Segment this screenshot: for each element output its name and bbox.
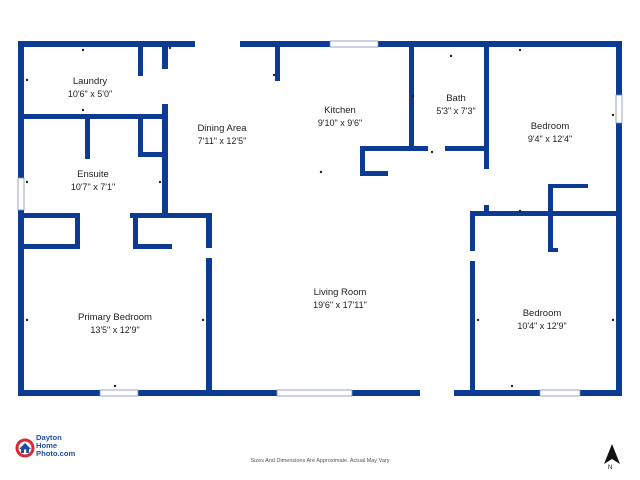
logo-line-3: Photo.com [36, 449, 76, 459]
bath-name: Bath [446, 93, 466, 104]
bedroom-se-window [539, 389, 581, 397]
bedroom-se-dims: 10'4" x 12'9" [517, 321, 566, 331]
primary-closet-front-right [138, 244, 172, 249]
kitchen-island-bottom [360, 171, 388, 176]
primary-east-wall-upper [206, 213, 212, 248]
bedroom-ne-west-wall-upper [484, 41, 489, 169]
dining-name: Dining Area [197, 123, 247, 134]
east-exterior-wall [616, 41, 622, 396]
front-door [420, 390, 454, 396]
bedroom-closet-bottom [548, 248, 558, 252]
bedroom-se-west-wall-lower [470, 261, 475, 396]
bedroom-se-name: Bedroom [523, 308, 562, 319]
bedroom-ne-name: Bedroom [531, 121, 570, 132]
laundry-closet-wall [138, 41, 143, 76]
logo-line-1: Dayton [36, 433, 62, 442]
bedroom-divider-wall [470, 211, 622, 216]
kitchen-island-top [360, 146, 428, 151]
living-dims: 19'6" x 17'11" [313, 300, 367, 310]
ensuite-name: Ensuite [77, 169, 109, 180]
company-logo: Dayton Home Photo.com [14, 433, 84, 465]
ensuite-south-wall-east [130, 213, 212, 218]
primary-dims: 13'5" x 12'9" [90, 325, 139, 335]
room-labels: Laundry 10'6" x 5'0" Ensuite 10'7" x 7'1… [68, 76, 572, 335]
bedroom-closet-top [548, 184, 588, 188]
house-logo-icon [15, 438, 35, 458]
windows-and-openings [17, 40, 623, 397]
primary-east-wall-lower [206, 258, 212, 396]
kitchen-west-wall [275, 41, 280, 81]
ensuite-dims: 10'7" x 7'1" [71, 182, 115, 192]
laundry-name: Laundry [73, 76, 108, 87]
bath-south-wall [445, 146, 485, 151]
living-name: Living Room [314, 287, 367, 298]
ensuite-divider [85, 119, 90, 159]
primary-name: Primary Bedroom [78, 312, 152, 323]
ensuite-closet-wall [138, 152, 166, 157]
primary-closet-wall-right [133, 213, 138, 249]
north-label: N [608, 465, 613, 471]
north-arrow-icon [604, 444, 620, 464]
wall-ticks [25, 46, 615, 388]
interior-walls [18, 41, 622, 396]
kitchen-window [329, 40, 379, 48]
ensuite-inner-wall [138, 119, 143, 157]
kitchen-name: Kitchen [324, 105, 356, 116]
laundry-south-wall [18, 114, 168, 119]
bedroom-ne-window [615, 94, 623, 124]
primary-closet-wall-left [75, 213, 80, 249]
logo-line-2: Home [36, 441, 58, 451]
north-exterior-wall [18, 41, 622, 47]
bath-dims: 5'3" x 7'3" [436, 106, 475, 116]
disclaimer-text: Sizes And Dimensions Are Approximate. Ac… [250, 458, 390, 464]
bedroom-ne-west-wall-lower [484, 205, 489, 215]
laundry-east-wall-lower [162, 104, 168, 216]
primary-window [99, 389, 139, 397]
bedroom-closet-wall [548, 184, 553, 252]
laundry-dims: 10'6" x 5'0" [68, 89, 112, 99]
dining-dims: 7'11" x 12'5" [198, 136, 247, 146]
bedroom-ne-dims: 9'4" x 12'4" [528, 134, 572, 144]
logo-text: Dayton Home Photo.com [36, 433, 76, 459]
primary-closet-front-left [24, 244, 80, 249]
bath-west-wall [409, 41, 414, 146]
ensuite-south-wall-west [18, 213, 80, 218]
bedroom-se-west-wall-upper [470, 211, 475, 251]
living-window [276, 389, 353, 397]
west-exterior-wall [18, 41, 24, 396]
kitchen-dims: 9'10" x 9'6" [318, 118, 362, 128]
north-doorway [195, 41, 240, 47]
kitchen-island-side [360, 146, 365, 176]
laundry-east-wall-upper [162, 41, 168, 69]
ensuite-window [17, 177, 25, 211]
